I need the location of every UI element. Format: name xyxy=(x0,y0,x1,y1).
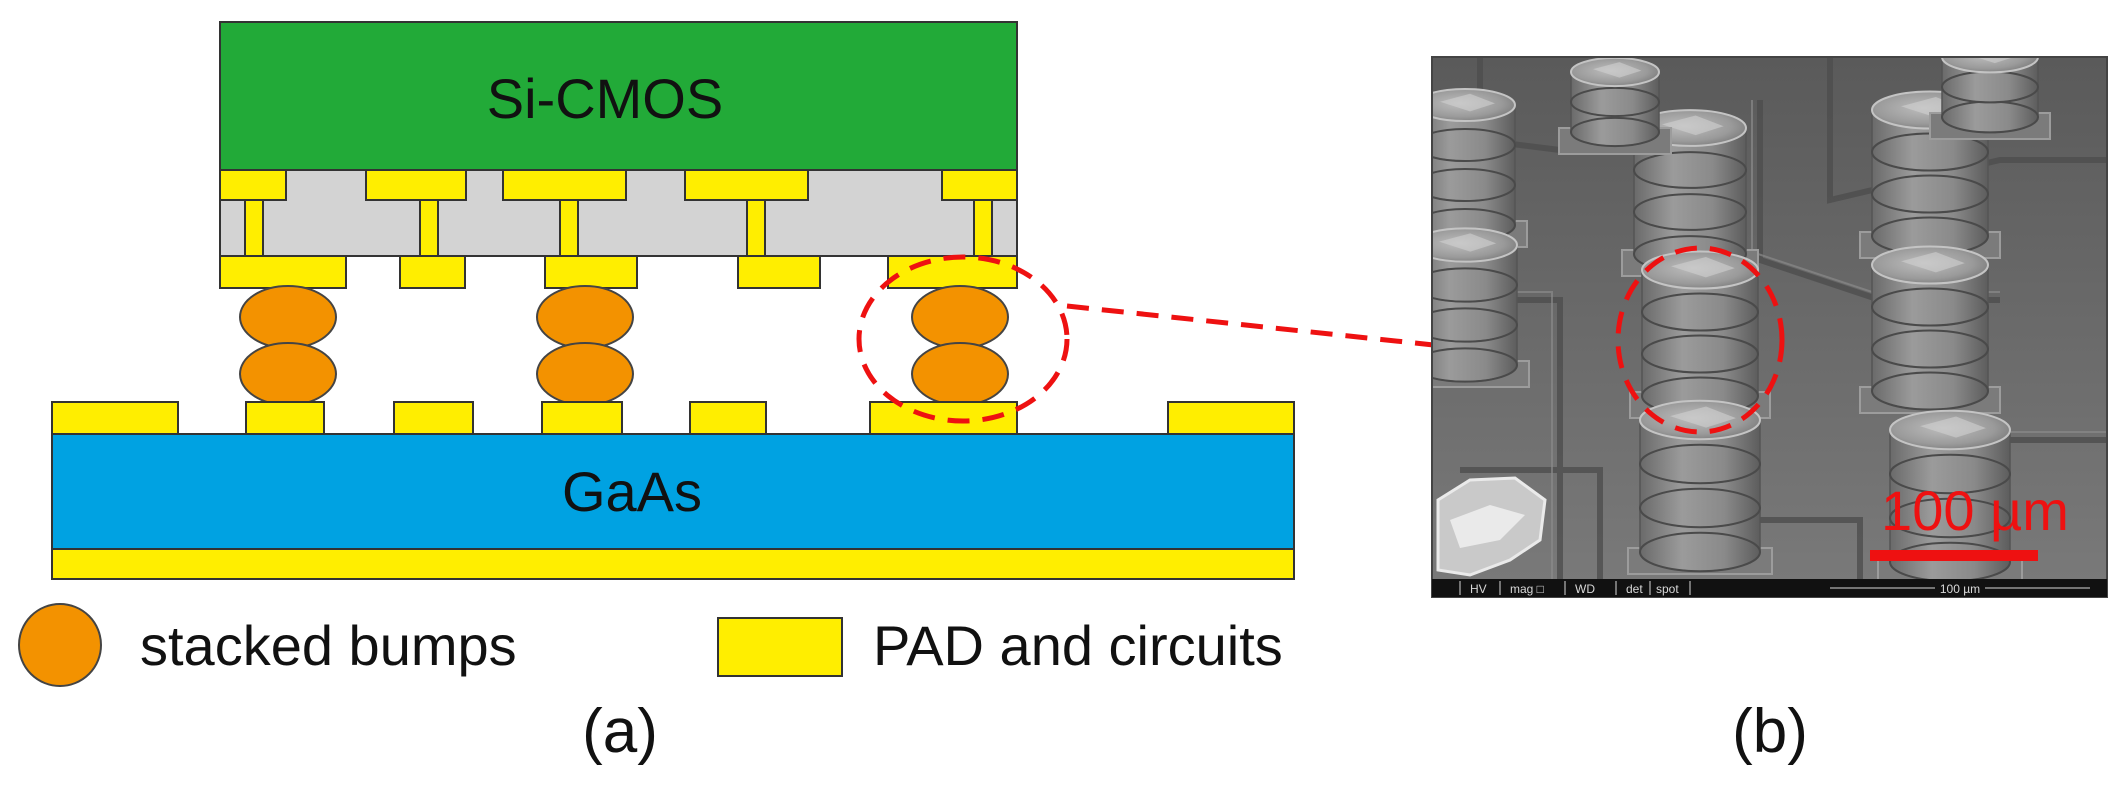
sem-info-wd: WD xyxy=(1575,582,1595,596)
caption-b: (b) xyxy=(1732,697,1808,766)
stacked-bumps xyxy=(239,285,1009,406)
sem-pillar-groove xyxy=(1432,168,1516,202)
sem-pillar-groove xyxy=(1639,487,1761,529)
sem-pillar-groove xyxy=(1570,86,1660,118)
sem-info-mag: mag □ xyxy=(1510,582,1544,596)
sem-pillar-flake xyxy=(1593,62,1642,78)
gaas-label: GaAs xyxy=(562,460,702,523)
sem-pillar-flake xyxy=(1662,115,1724,136)
si-cmos-label: Si-CMOS xyxy=(487,67,723,130)
cross-section-diagram: Si-CMOS xyxy=(18,21,1295,766)
sem-pillar-groove xyxy=(1432,307,1518,343)
sem-scale-label: 100 µm xyxy=(1881,479,2069,542)
sem-info-spot: spot xyxy=(1656,582,1679,596)
sem-pillar-groove xyxy=(1633,151,1747,189)
bump xyxy=(536,285,634,349)
bump xyxy=(239,285,337,349)
sem-pillar-flake xyxy=(1440,93,1495,112)
sem-highlight-circle xyxy=(1615,245,1785,435)
legend-pad-swatch xyxy=(717,617,843,677)
bump xyxy=(239,342,337,406)
sem-info-hv: HV xyxy=(1470,582,1487,596)
sem-info-scale: 100 µm xyxy=(1940,582,1980,596)
sem-pillar-groove xyxy=(1639,443,1761,485)
sem-pillar-groove xyxy=(1432,347,1518,383)
sem-pillar-flake xyxy=(1439,233,1497,252)
bump xyxy=(911,342,1009,406)
legend-bump-label: stacked bumps xyxy=(140,614,517,677)
sem-pillar-flake xyxy=(1671,257,1735,278)
legend-bump-swatch xyxy=(18,603,102,687)
sem-pillar-groove xyxy=(1641,292,1759,332)
sem-pillar-groove xyxy=(1889,497,2011,539)
sem-pillar-flake xyxy=(1901,252,1965,273)
sem-pillar-top xyxy=(1941,57,2039,74)
chip-bottom-pads xyxy=(219,255,1018,289)
sem-image xyxy=(1432,57,2107,597)
gaas-substrate xyxy=(51,433,1295,550)
si-cmos-chip xyxy=(219,21,1018,171)
upper-metal-pads xyxy=(219,169,1018,201)
bump xyxy=(911,285,1009,349)
vias xyxy=(244,199,993,257)
sem-pillar-groove xyxy=(1641,334,1759,374)
sem-pillar-groove xyxy=(1639,531,1761,573)
sem-scale-bar xyxy=(1870,550,2038,561)
sem-pillar-groove xyxy=(1432,267,1518,303)
sem-info-det: det xyxy=(1626,582,1643,596)
sem-info-bar: HV mag □ WD det spot 100 µm xyxy=(1432,579,2107,597)
highlight-circle xyxy=(856,254,1070,424)
backside-metal xyxy=(51,548,1295,580)
substrate-top-pads xyxy=(51,401,1295,435)
sem-pillar-groove xyxy=(1871,287,1989,327)
sem-pillar-groove xyxy=(1871,371,1989,411)
sem-pillar-groove xyxy=(1570,116,1660,148)
bump xyxy=(536,342,634,406)
sem-pillar-groove xyxy=(1889,453,2011,495)
legend: stacked bumps PAD and circuits xyxy=(18,603,1283,687)
legend-pad-label: PAD and circuits xyxy=(873,614,1283,677)
caption-a: (a) xyxy=(582,697,658,766)
sem-pillar-groove xyxy=(1633,193,1747,231)
sem-pillar-flake xyxy=(1920,416,1986,438)
sem-pillar-flake xyxy=(1670,406,1736,428)
sem-pillar-groove xyxy=(1432,128,1516,162)
sem-pillar-flake xyxy=(1975,57,2014,64)
sem-pillar-groove xyxy=(1871,174,1989,214)
sem-pillar-groove xyxy=(1871,329,1989,369)
